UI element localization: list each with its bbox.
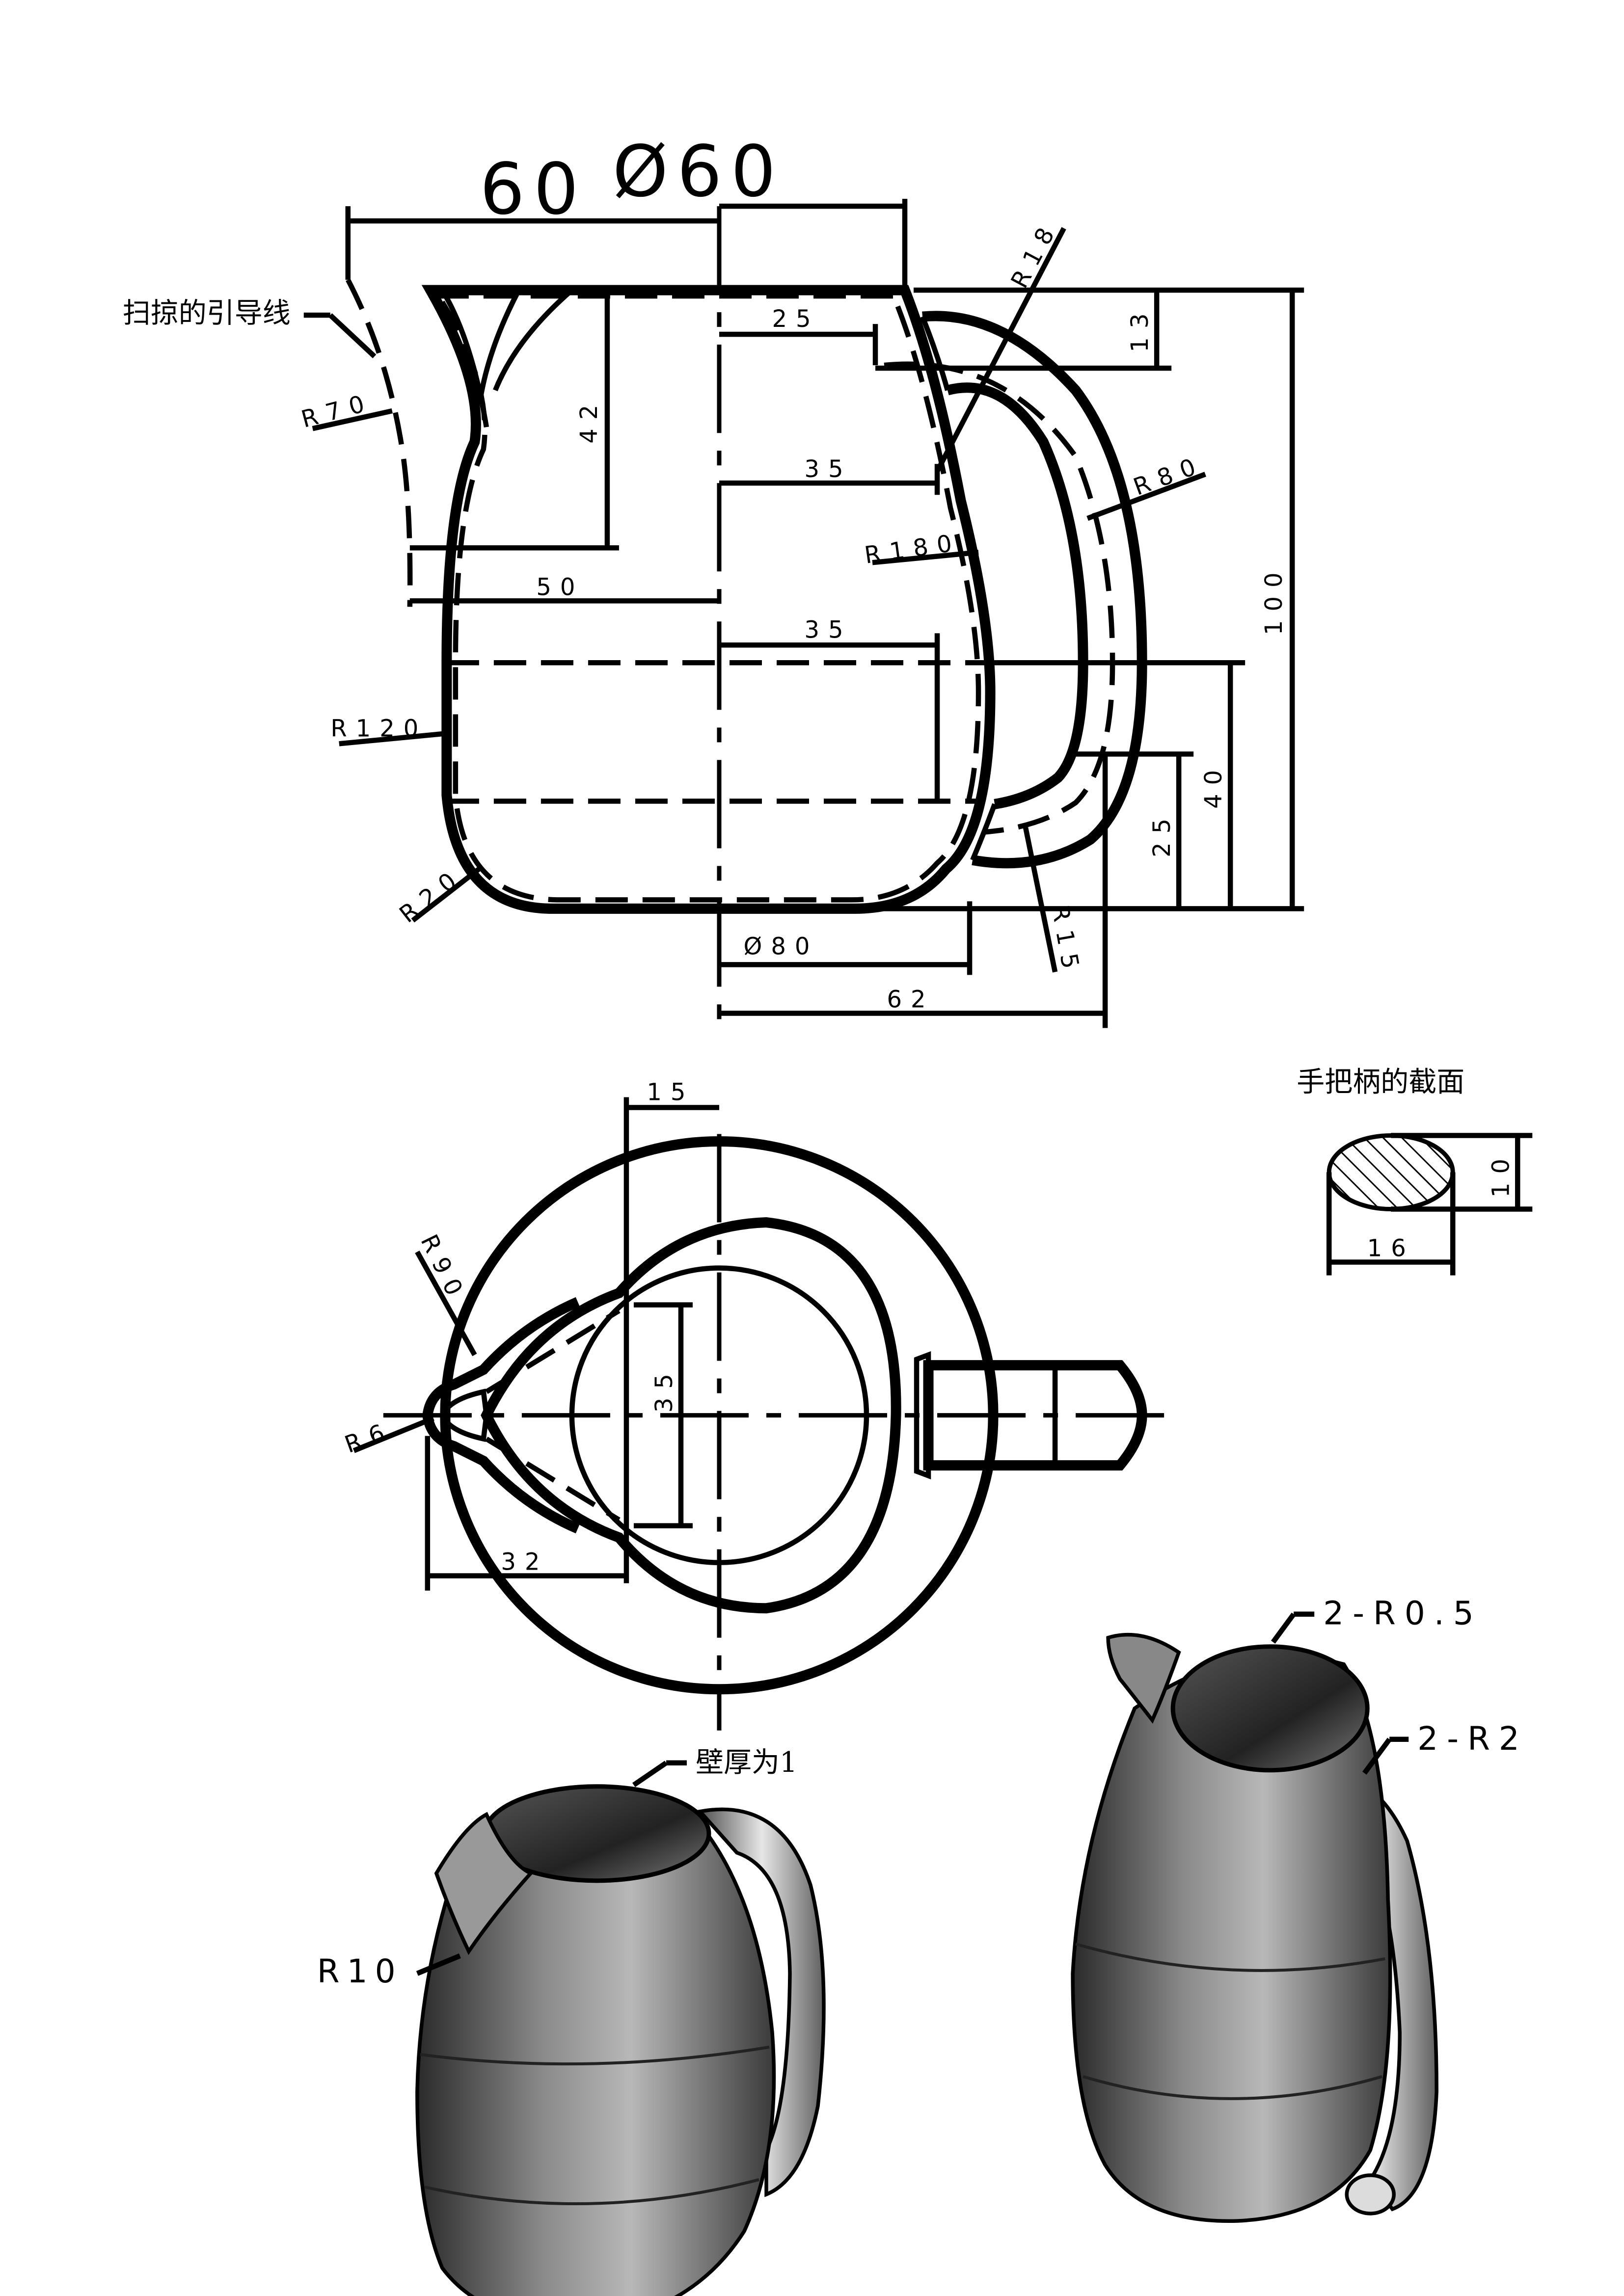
- leader-r120: [339, 731, 447, 747]
- handle-inner: [946, 382, 1088, 809]
- leader-r20: [411, 867, 481, 923]
- handle-sweep-path: [884, 361, 1115, 835]
- leader-r80: [1086, 472, 1207, 521]
- handle-root: [914, 1351, 931, 1480]
- handle-top: [923, 1360, 1147, 1471]
- dim-r6: R6: [341, 1416, 397, 1459]
- spout-top-edge: [422, 1297, 580, 1416]
- dim-40: 40: [1200, 761, 1227, 809]
- spout-curve-1: [440, 289, 489, 428]
- sweep-guide-label: 扫掠的引导线: [123, 297, 291, 329]
- dim-42: 42: [575, 396, 603, 444]
- dim-35-lower: 35: [804, 616, 852, 643]
- dim-r20: R20: [394, 862, 468, 929]
- leader-r70: [312, 408, 393, 431]
- wall-leader-2: [632, 1761, 668, 1788]
- section-ellipse: [1326, 1133, 1455, 1212]
- dim-62: 62: [887, 986, 934, 1013]
- dim-16: 16: [1367, 1235, 1415, 1262]
- dim-25-right: 25: [1148, 810, 1176, 857]
- r2-label: 2-R2: [1417, 1720, 1528, 1758]
- iso-left-band-1: [420, 2045, 770, 2066]
- front-view: 60 Ø60 扫掠的引导线 R70 42 25 13 R18 35 R8: [123, 130, 1304, 1031]
- dim-r80: R80: [1130, 450, 1208, 501]
- handle-outer: [922, 311, 1147, 869]
- dim-35: 35: [650, 1365, 678, 1413]
- pitcher-body-outline: [421, 285, 996, 914]
- dim-15: 15: [647, 1078, 694, 1106]
- handle-bottom-joint: [970, 803, 998, 861]
- dim-dia80: Ø80: [744, 933, 819, 960]
- spout-curve-3: [492, 288, 574, 392]
- iso-view-right: 2-R0.5 2-R2: [1071, 1595, 1528, 2223]
- handle-section: 手把柄的截面 10 16: [1297, 1066, 1533, 1276]
- spout-curve-2: [478, 289, 521, 399]
- wall-thickness-label: 壁厚为1: [696, 1746, 797, 1779]
- sweep-guide-line: [346, 278, 413, 607]
- dim-100: 100: [1260, 563, 1288, 635]
- dim-60: 60: [480, 148, 587, 230]
- dim-35-upper: 35: [804, 455, 852, 483]
- dim-dia60: Ø60: [613, 130, 785, 213]
- iso-view-left: 壁厚为1 R10: [317, 1746, 826, 2296]
- r2-leader-2: [1362, 1737, 1392, 1775]
- r05-leader-2: [1271, 1612, 1296, 1644]
- iso-left-handle: [696, 1807, 826, 2197]
- dim-13: 13: [1126, 305, 1154, 352]
- rim-outline-top: [481, 1217, 901, 1614]
- iso-right-band-1: [1075, 1942, 1385, 1972]
- leader-r180: [872, 550, 979, 565]
- dim-10: 10: [1487, 1150, 1515, 1198]
- spout-guide-bottom: [485, 1437, 621, 1522]
- dim-r90: R90: [415, 1230, 472, 1308]
- spout-guide-top: [485, 1308, 621, 1394]
- r05-label: 2-R0.5: [1323, 1595, 1483, 1632]
- dim-25-top: 25: [772, 305, 819, 333]
- iso-right-spout: [1106, 1632, 1181, 1724]
- dim-r70: R70: [298, 388, 376, 433]
- dim-r180: R180: [863, 529, 962, 569]
- iso-left-band-2: [424, 2178, 759, 2206]
- iso-right-opening: [1170, 1644, 1370, 1773]
- iso-right-band-2: [1083, 2075, 1383, 2100]
- dim-32: 32: [501, 1548, 548, 1576]
- sweep-leader-2: [328, 313, 377, 358]
- iso-right-handle-joint-bottom: [1345, 2173, 1396, 2216]
- r10-leader: [416, 1953, 461, 1976]
- section-title: 手把柄的截面: [1297, 1066, 1464, 1098]
- leader-r18: [935, 227, 1066, 473]
- iso-left-spout: [434, 1812, 534, 1955]
- r10-label: R10: [317, 1952, 403, 1990]
- spout-bottom-edge: [422, 1414, 580, 1534]
- dim-50: 50: [536, 573, 584, 601]
- dim-r120: R120: [330, 715, 427, 742]
- handle-top-joint: [920, 316, 950, 391]
- leader-r90: [415, 1250, 477, 1357]
- leader-r15: [1023, 827, 1058, 973]
- spout-tip: [439, 1388, 489, 1442]
- pitcher-inner-wall: [440, 300, 981, 903]
- leader-r6: [352, 1415, 434, 1453]
- dim-r18: R18: [1005, 215, 1064, 293]
- top-view: 15 35 R90 R6 32: [341, 1078, 1179, 1731]
